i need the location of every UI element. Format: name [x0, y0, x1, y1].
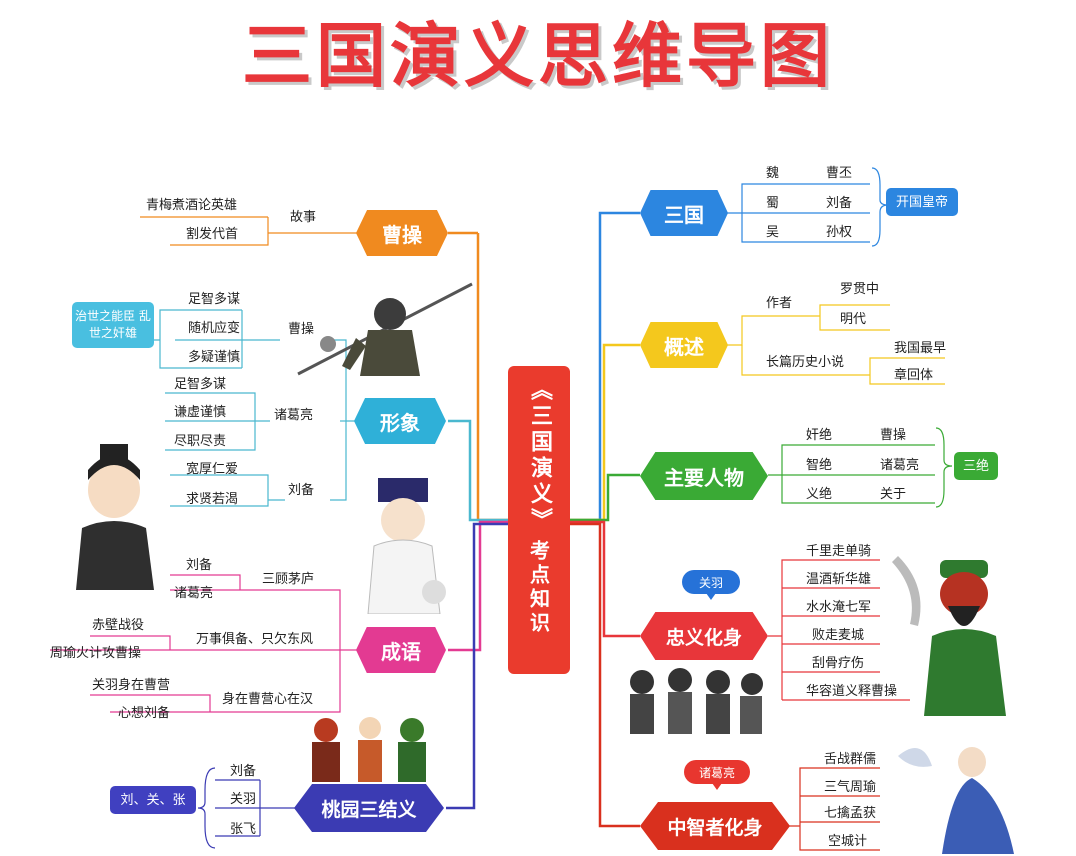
jue-2: 智绝 — [806, 458, 833, 473]
zhugeliang-illustration — [367, 478, 446, 614]
gaishu-dynasty: 明代 — [840, 312, 867, 327]
gaishu-note-1: 我国最早 — [894, 341, 947, 356]
xingxiang-caocao: 曹操 — [288, 322, 315, 337]
zhuge-trait-1: 足智多谋 — [174, 377, 227, 392]
zhuge-trait-3: 尽职尽责 — [174, 434, 227, 449]
idiom-dongfeng: 万事俱备、只欠东风 — [196, 632, 314, 647]
shenzai-event-2: 心想刘备 — [118, 706, 171, 721]
sangu-person-1: 刘备 — [186, 558, 213, 573]
jue-1: 奸绝 — [806, 428, 833, 443]
node-xingxiang: 形象 — [354, 398, 446, 444]
center-subtitle: 考点知识 — [526, 540, 551, 636]
zhongyi-item-1: 千里走单骑 — [806, 544, 872, 559]
taoyuan-member-3: 张飞 — [230, 822, 257, 837]
taoyuan-summary-box: 刘、关、张 — [110, 786, 196, 814]
mindmap-title: 三国演义思维导图 — [242, 15, 834, 97]
sanguo-summary-box: 开国皇帝 — [886, 188, 958, 216]
shenzai-event-1: 关羽身在曹营 — [92, 678, 171, 693]
node-gaishu: 概述 — [640, 322, 728, 368]
three-brothers-illustration — [312, 717, 426, 782]
taoyuan-member-1: 刘备 — [230, 764, 257, 779]
taoyuan-member-2: 关羽 — [230, 792, 257, 807]
zhizhi-item-3: 七擒孟获 — [824, 806, 877, 821]
node-sanguo: 三国 — [640, 190, 728, 236]
liubei-illustration — [76, 444, 154, 590]
zhizhi-item-2: 三气周瑜 — [824, 780, 877, 795]
node-caocao: 曹操 — [356, 210, 448, 256]
jue-3: 义绝 — [806, 487, 833, 502]
zhuge-fan-illustration — [898, 747, 1014, 854]
zhizhi-item-1: 舌战群儒 — [824, 752, 877, 767]
center-node: 《三国演义》 考点知识 — [508, 366, 570, 674]
zhongyi-item-2: 温酒斩华雄 — [806, 572, 872, 587]
node-zhuyao: 主要人物 — [640, 452, 768, 500]
gaishu-author-label: 作者 — [766, 296, 793, 311]
kingdom-3: 吴 — [766, 225, 780, 240]
center-title: 《三国演义》 — [527, 378, 552, 534]
node-zhizhi: 中智者化身 — [640, 802, 790, 850]
dongfeng-event-2: 周瑜火计攻曹操 — [50, 646, 142, 661]
liubei-trait-1: 宽厚仁爱 — [186, 462, 239, 477]
kingdom-1: 魏 — [766, 166, 780, 181]
zhizhi-item-4: 空城计 — [828, 834, 868, 849]
zhongyi-item-3: 水水淹七军 — [806, 600, 872, 615]
zhizhi-tag: 诸葛亮 — [684, 760, 750, 790]
emperor-1: 曹丕 — [826, 166, 853, 181]
zhuge-trait-2: 谦虚谨慎 — [174, 405, 227, 420]
zhongyi-item-5: 刮骨疗伤 — [812, 656, 865, 671]
caocao-trait-1: 足智多谋 — [188, 292, 241, 307]
zhongyi-item-6: 华容道义释曹操 — [806, 684, 898, 699]
node-zhongyi: 忠义化身 — [640, 612, 768, 660]
kingdom-2: 蜀 — [766, 196, 780, 211]
guanyu-illustration — [892, 556, 1006, 716]
jue-person-3: 关于 — [880, 487, 907, 502]
dongfeng-event-1: 赤壁战役 — [92, 618, 145, 633]
node-chengyu: 成语 — [356, 627, 446, 673]
warrior-illustration — [297, 282, 473, 376]
sangu-person-2: 诸葛亮 — [174, 586, 214, 601]
jue-person-1: 曹操 — [880, 428, 907, 443]
emperor-2: 刘备 — [826, 196, 853, 211]
zhongyi-item-4: 败走麦城 — [812, 628, 865, 643]
jue-person-2: 诸葛亮 — [880, 458, 920, 473]
idiom-shenzai: 身在曹营心在汉 — [222, 692, 314, 707]
caocao-story-2: 割发代首 — [186, 227, 239, 242]
soldiers-illustration — [630, 668, 763, 734]
gaishu-genre: 长篇历史小说 — [766, 355, 845, 370]
zhongyi-tag: 关羽 — [682, 570, 740, 600]
caocao-story-1: 青梅煮酒论英雄 — [146, 198, 238, 213]
caocao-trait-3: 多疑谨慎 — [188, 350, 241, 365]
xingxiang-liubei: 刘备 — [288, 483, 315, 498]
liubei-trait-2: 求贤若渴 — [186, 492, 239, 507]
node-taoyuan: 桃园三结义 — [294, 784, 444, 832]
gaishu-author: 罗贯中 — [840, 282, 880, 297]
zhuyao-summary-box: 三绝 — [954, 452, 998, 480]
gaishu-note-2: 章回体 — [894, 368, 934, 383]
xingxiang-zhuge: 诸葛亮 — [274, 408, 314, 423]
caocao-story-label: 故事 — [290, 210, 317, 225]
idiom-sangu: 三顾茅庐 — [262, 572, 315, 587]
caocao-summary-box: 治世之能臣 乱世之奸雄 — [72, 302, 154, 348]
caocao-trait-2: 随机应变 — [188, 321, 241, 336]
emperor-3: 孙权 — [826, 225, 853, 240]
